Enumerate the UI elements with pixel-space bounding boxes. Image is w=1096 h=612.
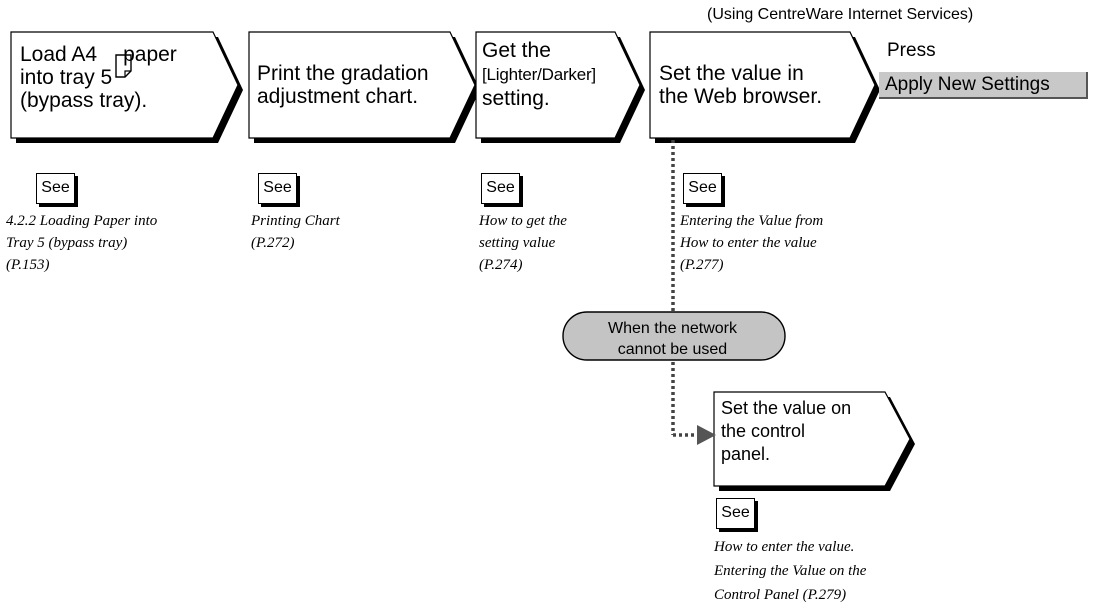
reference-2[interactable]: Printing Chart (P.272) (251, 210, 340, 254)
reference-line: (P.274) (479, 257, 523, 273)
decision-text: When the network cannot be used (560, 318, 785, 360)
paper-orientation-icon (115, 54, 132, 78)
step-shape-1 (10, 31, 243, 143)
reference-line: Tray 5 (bypass tray) (6, 235, 128, 251)
step-3-line1: Get the (482, 39, 551, 62)
step-5-line1: Set the value on (721, 398, 852, 418)
reference-line: How to get the (479, 213, 567, 229)
step-1-line2: into tray 5 (20, 66, 113, 89)
step-5-line3: panel. (721, 444, 771, 464)
decision-capsule (562, 311, 786, 361)
decision-line2: cannot be used (617, 341, 728, 358)
decision-line1: When the network (608, 320, 737, 337)
press-label: Press (887, 40, 936, 61)
reference-line: setting value (479, 235, 556, 251)
step-5-text: Set the value on the control panel. (721, 397, 851, 466)
arrow-right-icon (697, 425, 716, 445)
see-link-2[interactable]: See (258, 173, 297, 204)
step-1-line1: Load A4 (20, 43, 98, 66)
step-3-line2: [Lighter/Darker] (482, 65, 596, 84)
see-link-4[interactable]: See (683, 173, 722, 204)
header-note: (Using CentreWare Internet Services) (707, 6, 974, 23)
step-2-text: Print the gradation adjustment chart. (257, 62, 429, 108)
see-link-5[interactable]: See (716, 498, 755, 529)
step-2-line2: adjustment chart. (257, 85, 419, 108)
reference-line: (P.277) (680, 257, 724, 273)
step-3-line3: setting. (482, 87, 550, 110)
step-3-text: Get the [Lighter/Darker] setting. (482, 39, 596, 110)
reference-line: Entering the Value on the (714, 563, 867, 579)
reference-line: (P.153) (6, 257, 50, 273)
step-1-text: Load A4 paper into tray 5 (bypass tray). (20, 43, 177, 112)
book-icon: See (41, 179, 70, 196)
reference-line: (P.272) (251, 235, 295, 251)
step-4-line1: Set the value in (659, 62, 804, 85)
step-shape-2 (248, 31, 480, 143)
book-icon: See (486, 179, 515, 196)
step-1-line1b: paper (123, 43, 177, 66)
reference-line: Entering the Value from (680, 213, 824, 229)
see-link-3[interactable]: See (481, 173, 520, 204)
book-icon: See (263, 179, 292, 196)
reference-line: Printing Chart (251, 213, 340, 229)
reference-line: How to enter the value (680, 235, 817, 251)
reference-3[interactable]: How to get the setting value (P.274) (479, 210, 567, 276)
book-icon: See (721, 504, 750, 521)
step-2-line1: Print the gradation (257, 62, 429, 85)
reference-1[interactable]: 4.2.2 Loading Paper into Tray 5 (bypass … (6, 210, 157, 276)
step-shape-3 (475, 31, 645, 143)
apply-new-settings-label: Apply New Settings (885, 74, 1050, 95)
step-1-line3: (bypass tray). (20, 89, 148, 112)
reference-5[interactable]: How to enter the value. Entering the Val… (714, 535, 866, 607)
reference-line: How to enter the value. (714, 539, 855, 555)
step-shape-4 (649, 31, 880, 143)
reference-4[interactable]: Entering the Value from How to enter the… (680, 210, 823, 276)
step-5-line2: the control (721, 421, 806, 441)
book-icon: See (688, 179, 717, 196)
reference-line: Control Panel (P.279) (714, 587, 847, 603)
reference-line: 4.2.2 Loading Paper into (6, 213, 158, 229)
step-4-line2: the Web browser. (659, 85, 823, 108)
see-link-1[interactable]: See (36, 173, 75, 204)
apply-new-settings-button[interactable]: Apply New Settings (879, 72, 1088, 99)
dotted-connector (671, 140, 697, 437)
step-shape-5 (713, 391, 915, 491)
step-4-text: Set the value in the Web browser. (659, 62, 822, 108)
